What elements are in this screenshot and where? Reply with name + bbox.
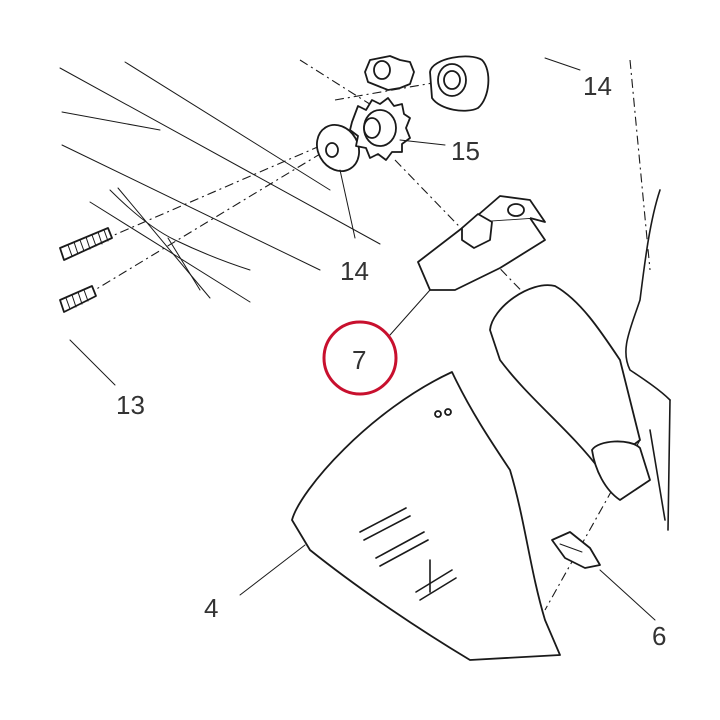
gear-part bbox=[349, 97, 411, 161]
threaded-rod-upper bbox=[59, 227, 113, 261]
callout-14-top: 14 bbox=[583, 71, 612, 101]
callout-15: 15 bbox=[451, 136, 480, 166]
clip-part bbox=[551, 531, 601, 569]
callout-6: 6 bbox=[652, 621, 666, 651]
callout-14-mid: 14 bbox=[340, 256, 369, 286]
callout-7: 7 bbox=[352, 345, 366, 375]
gear-part-upper bbox=[364, 55, 415, 91]
callout-7-highlight-ring bbox=[322, 320, 398, 396]
callout-13: 13 bbox=[116, 390, 145, 420]
housing-right bbox=[625, 189, 671, 531]
leader-lines bbox=[69, 57, 656, 621]
cover-plate-part bbox=[291, 371, 561, 661]
callout-4: 4 bbox=[204, 593, 218, 623]
clamp-part bbox=[417, 195, 546, 291]
washer-part bbox=[316, 124, 360, 172]
threaded-rod-lower bbox=[59, 285, 97, 313]
bushing-part bbox=[429, 55, 490, 112]
tube-part bbox=[489, 284, 651, 501]
frame-lines bbox=[59, 61, 381, 303]
